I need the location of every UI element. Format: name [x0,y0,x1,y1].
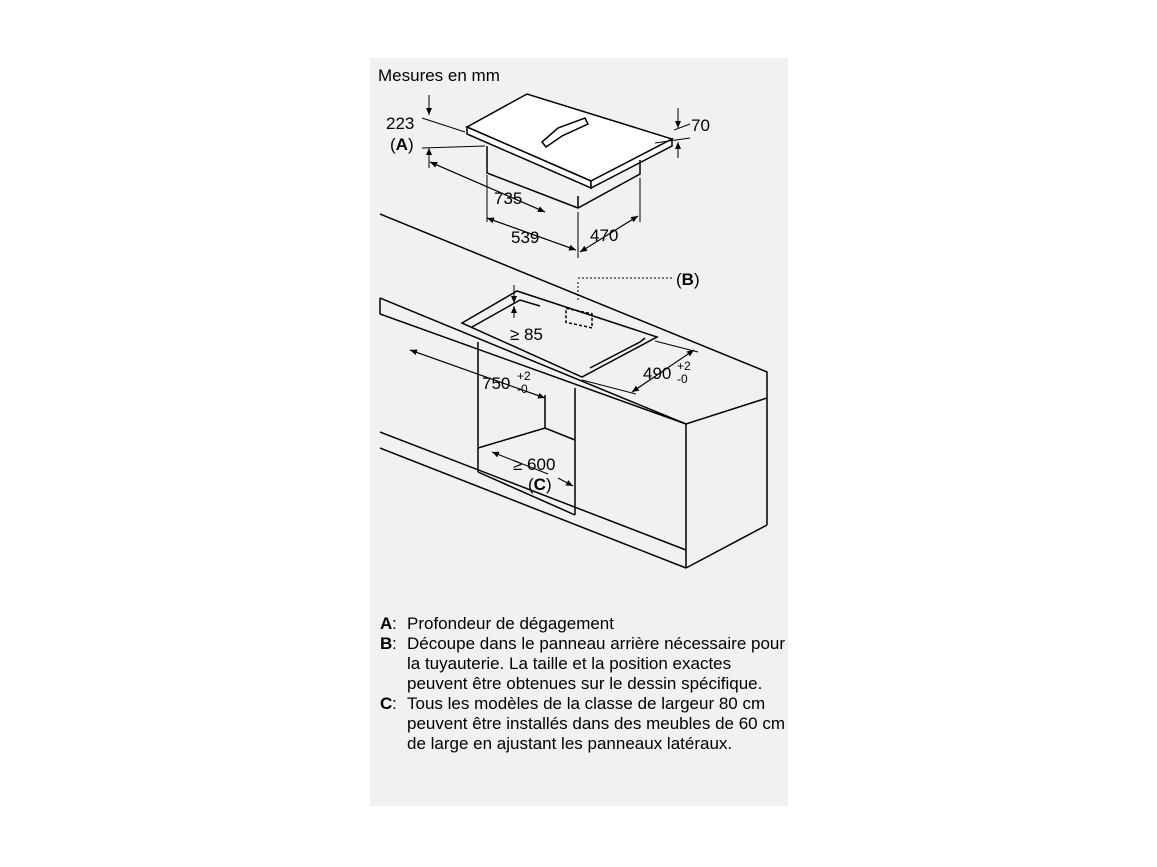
dim-470: 470 [590,226,618,245]
units-label: Mesures en mm [378,66,500,85]
dim-539: 539 [511,228,539,247]
worktop-cutout [460,290,659,378]
hob-vent [540,117,590,149]
hob-dimensions [421,95,691,258]
legend-key: C [380,694,393,713]
label-b-key: B [682,270,694,289]
hob-side-edge [590,137,673,190]
label-a-key: A [396,135,408,154]
dim-min-600: ≥ 600 [513,455,555,474]
legend-separator: : [392,694,397,713]
legend-separator: : [392,634,397,653]
hob-unit [465,93,674,209]
dim-750-tol-plus: +2 [517,369,531,383]
dim-490: 490 [643,364,671,383]
dim-735: 735 [494,189,522,208]
label-c-key: C [534,475,546,494]
dim-490-tol-minus: -0 [677,372,688,386]
dim-490-tol-plus: +2 [677,359,691,373]
legend-text: Profondeur de dégagement [407,614,614,633]
legend-item: B : Découpe dans le panneau arrière néce… [380,634,790,694]
legend-item: A : Profondeur de dégagement [380,614,790,634]
legend-text: Tous les modèles de la classe de largeur… [407,694,786,753]
dim-min-85: ≥ 85 [510,325,543,344]
dim-750-tol-minus: -0 [517,382,528,396]
legend-separator: : [392,614,397,633]
label-c: (C) [528,475,552,494]
label-a: (A) [390,135,414,154]
legend-key: B [380,634,393,653]
cabinet-dimensions [409,277,699,487]
legend: A : Profondeur de dégagement B : Découpe… [380,614,790,754]
legend-item: C : Tous les modèles de la classe de lar… [380,694,790,754]
dim-223: 223 [386,114,414,133]
label-b: (B) [676,270,700,289]
legend-key: A [380,614,393,633]
dim-70: 70 [691,116,710,135]
dim-750: 750 [482,374,510,393]
cabinet [379,213,768,569]
hob-top-surface [465,93,674,182]
legend-text: Découpe dans le panneau arrière nécessai… [407,634,786,693]
